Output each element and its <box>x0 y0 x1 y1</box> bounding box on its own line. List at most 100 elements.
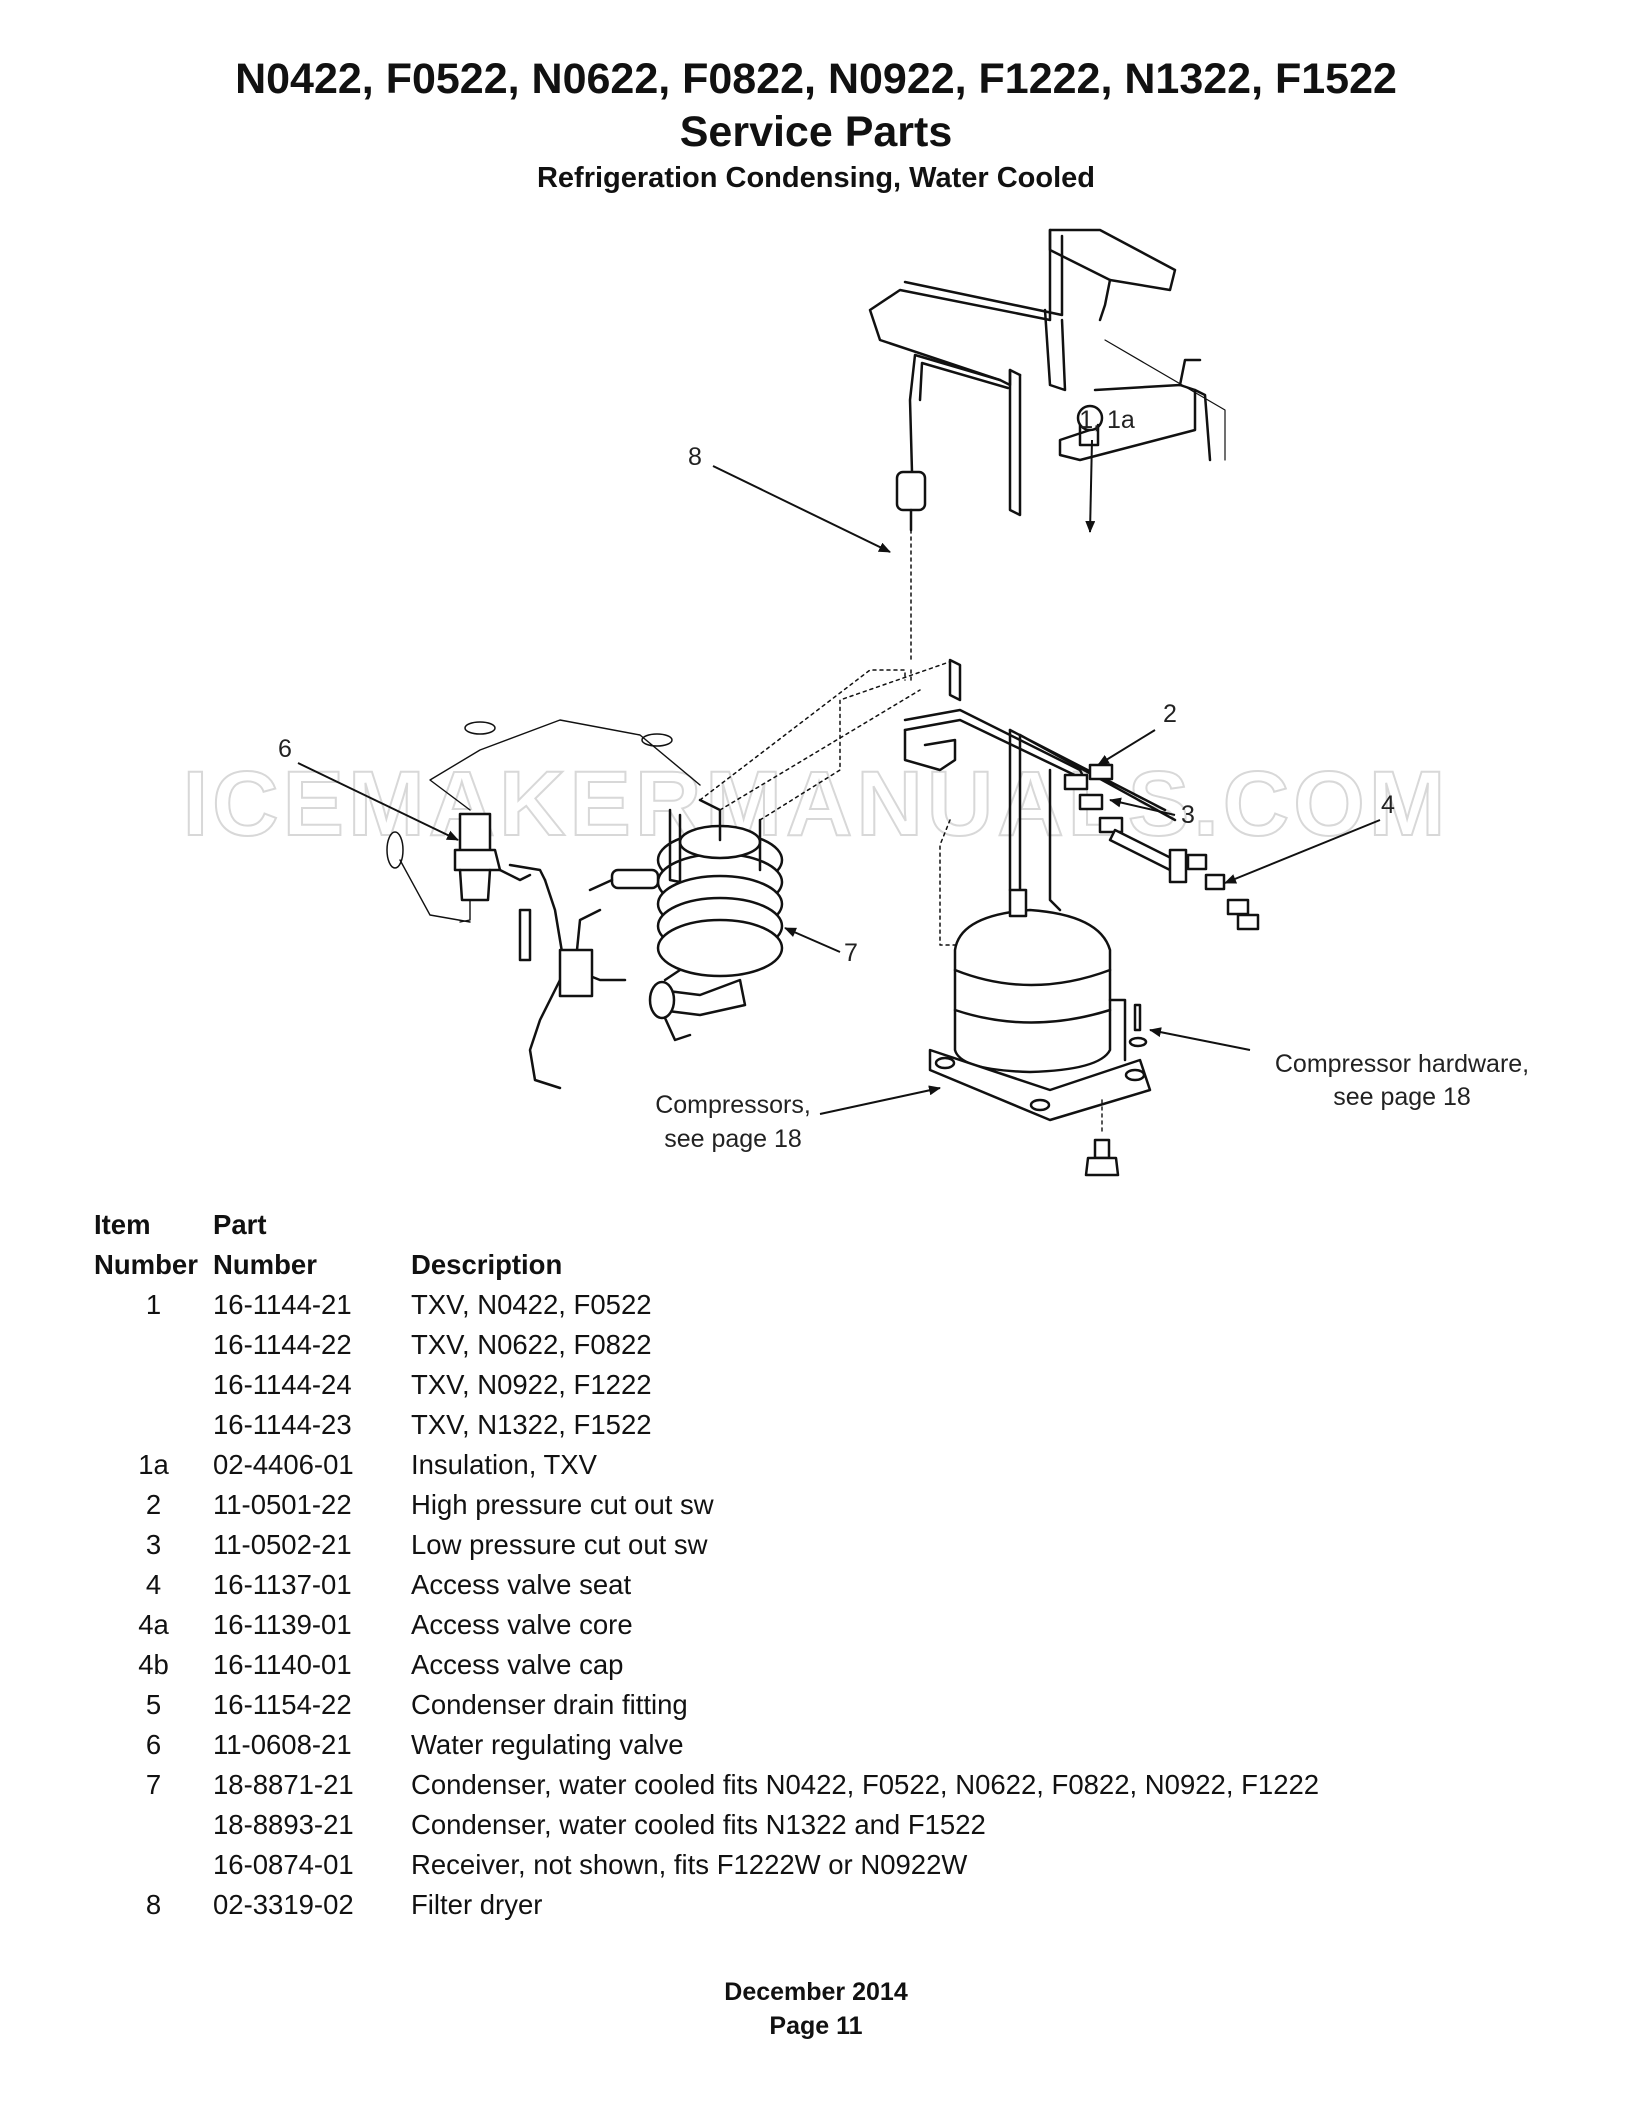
hardware-note-line1: Compressor hardware, <box>1275 1050 1529 1078</box>
filter-dryer <box>895 470 927 532</box>
part-number: 16-1140-01 <box>213 1649 352 1680</box>
parts-table-row: 4b 16-1140-01 Access valve cap <box>94 1645 1411 1685</box>
item-number: 6 <box>145 1729 162 1760</box>
part-description: Low pressure cut out sw <box>411 1529 708 1560</box>
parts-table-header-top: Item Part <box>94 1205 1411 1245</box>
callout-3: 3 <box>1181 801 1195 829</box>
page-footer: December 2014 Page 11 <box>0 1975 1632 2043</box>
parts-table-row: 8 02-3319-02 Filter dryer <box>94 1885 1411 1925</box>
item-number: 2 <box>145 1489 162 1520</box>
part-description: Access valve core <box>411 1609 633 1640</box>
callout-7: 7 <box>844 939 858 967</box>
part-number: 16-1144-24 <box>213 1369 352 1400</box>
part-description: Filter dryer <box>411 1889 543 1920</box>
part-number: 16-1139-01 <box>213 1609 352 1640</box>
part-number: 02-3319-02 <box>213 1889 354 1920</box>
item-number: 4 <box>145 1569 162 1600</box>
part-number: 11-0501-22 <box>213 1489 352 1520</box>
part-description: Condenser, water cooled fits N1322 and F… <box>411 1809 986 1840</box>
part-description: High pressure cut out sw <box>411 1489 714 1520</box>
part-number: 16-0874-01 <box>213 1849 354 1880</box>
part-number: 18-8871-21 <box>213 1769 354 1800</box>
parts-table-header-bottom: Number Number Description <box>94 1245 1411 1285</box>
part-number: 16-1144-21 <box>213 1289 352 1320</box>
part-number: 16-1137-01 <box>213 1569 352 1600</box>
page-subtitle: Service Parts <box>679 108 953 156</box>
part-description: Condenser, water cooled fits N0422, F052… <box>411 1769 1320 1800</box>
parts-table: Item Part Number Number Description 1 16-… <box>94 1205 1411 1925</box>
parts-table-row: 7 18-8871-21 Condenser, water cooled fits … <box>94 1765 1411 1805</box>
part-number: 16-1144-23 <box>213 1409 352 1440</box>
parts-table-row: 1a 02-4406-01 Insulation, TXV <box>94 1445 1411 1485</box>
item-number: 4b <box>138 1649 169 1680</box>
hardware-note-line2: see page 18 <box>1333 1083 1471 1111</box>
item-number <box>94 1845 213 1885</box>
callout-2: 2 <box>1163 700 1177 728</box>
callout-6: 6 <box>278 735 292 763</box>
part-header-bottom: Number <box>213 1249 317 1280</box>
part-description: TXV, N1322, F1522 <box>411 1409 652 1440</box>
part-number: 11-0502-21 <box>213 1529 352 1560</box>
item-number: 3 <box>145 1529 162 1560</box>
parts-table-row: 6 11-0608-21 Water regulating valve <box>94 1725 1411 1765</box>
item-header-bottom: Number <box>94 1249 198 1280</box>
item-number <box>94 1805 213 1845</box>
part-number: 02-4406-01 <box>213 1449 354 1480</box>
parts-table-row: 5 16-1154-22 Condenser drain fitting <box>94 1685 1411 1725</box>
item-number <box>94 1405 213 1445</box>
parts-table-row: 2 11-0501-22 High pressure cut out sw <box>94 1485 1411 1525</box>
item-number <box>94 1325 213 1365</box>
item-number: 7 <box>145 1769 162 1800</box>
section-title: Refrigeration Condensing, Water Cooled <box>536 162 1095 194</box>
part-number: 11-0608-21 <box>213 1729 352 1760</box>
parts-table-row: 16-0874-01 Receiver, not shown, fits F122… <box>94 1845 1411 1885</box>
part-description: TXV, N0622, F0822 <box>411 1329 652 1360</box>
item-number: 5 <box>145 1689 162 1720</box>
part-number: 16-1154-22 <box>213 1689 352 1720</box>
part-description: Insulation, TXV <box>411 1449 597 1480</box>
access-valves <box>1168 848 1260 931</box>
part-description: Condenser drain fitting <box>411 1689 688 1720</box>
item-number: 8 <box>145 1889 162 1920</box>
part-description: Water regulating valve <box>411 1729 684 1760</box>
part-description: TXV, N0922, F1222 <box>411 1369 652 1400</box>
parts-table-row: 4a 16-1139-01 Access valve core <box>94 1605 1411 1645</box>
part-number: 18-8893-21 <box>213 1809 354 1840</box>
suction-line-tubing <box>868 228 1177 517</box>
item-number <box>94 1365 213 1405</box>
parts-table-row: 1 16-1144-21 TXV, N0422, F0522 <box>94 1285 1411 1325</box>
water-cooled-condenser <box>558 798 784 1042</box>
callout-8: 8 <box>688 443 702 471</box>
page-title: N0422, F0522, N0622, F0822, N0922, F1222… <box>235 55 1397 103</box>
page-number: Page 11 <box>769 2012 863 2040</box>
callout-4: 4 <box>1381 791 1395 819</box>
watermark: ICEMAKERMANUALS.COM <box>183 753 1450 855</box>
item-number: 1 <box>145 1289 162 1320</box>
part-description: Receiver, not shown, fits F1222W or N092… <box>411 1849 968 1880</box>
parts-table-row: 16-1144-23 TXV, N1322, F1522 <box>94 1405 1411 1445</box>
parts-table-row: 4 16-1137-01 Access valve seat <box>94 1565 1411 1605</box>
parts-table-row: 18-8893-21 Condenser, water cooled fits N… <box>94 1805 1411 1845</box>
exploded-parts-diagram: ICEMAKERMANUALS.COM <box>0 210 1632 1180</box>
part-number: 16-1144-22 <box>213 1329 352 1360</box>
parts-table-row: 16-1144-22 TXV, N0622, F0822 <box>94 1325 1411 1365</box>
part-description: TXV, N0422, F0522 <box>411 1289 652 1320</box>
part-description: Access valve cap <box>411 1649 624 1680</box>
page-header: N0422, F0522, N0622, F0822, N0922, F1222… <box>0 52 1632 198</box>
compressors-note-line1: Compressors, <box>655 1091 811 1119</box>
parts-table-row: 3 11-0502-21 Low pressure cut out sw <box>94 1525 1411 1565</box>
part-header-top: Part <box>213 1209 267 1240</box>
item-number: 1a <box>138 1449 169 1480</box>
compressor-hardware <box>1084 1003 1148 1177</box>
part-description: Access valve seat <box>411 1569 632 1600</box>
compressors-note-line2: see page 18 <box>664 1125 802 1153</box>
compressor <box>928 888 1152 1122</box>
parts-table-row: 16-1144-24 TXV, N0922, F1222 <box>94 1365 1411 1405</box>
callout-1-1a: 1, 1a <box>1079 406 1135 434</box>
description-header: Description <box>411 1249 563 1280</box>
item-number: 4a <box>138 1609 169 1640</box>
water-regulating-valve <box>453 812 547 923</box>
item-header-top: Item <box>94 1209 151 1240</box>
footer-date: December 2014 <box>724 1978 908 2006</box>
